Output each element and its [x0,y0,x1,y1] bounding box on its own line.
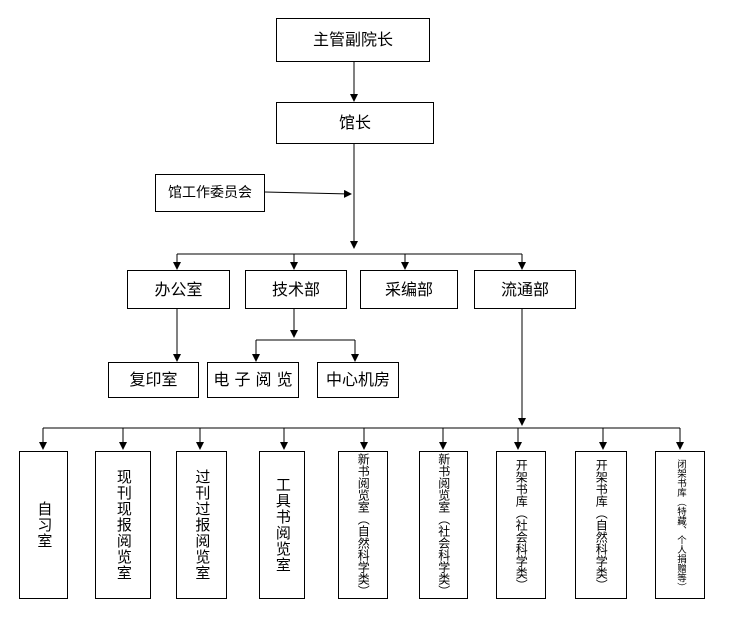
dept-office-box: 办公室 [127,270,230,309]
dept-acquisition-label: 采编部 [384,279,433,299]
room-box: 闭架书库（特藏、个人捐赠等） [655,451,705,599]
dept-acquisition-box: 采编部 [360,270,458,309]
room-label: 工具书阅览室 [273,477,292,573]
room-label: 新书阅览室（社会科学类） [436,453,451,597]
copy-room-box: 复印室 [108,362,199,398]
room-box: 过刊过报阅览室 [176,451,227,599]
deputy-director-label: 主管副院长 [312,30,393,49]
copy-room-label: 复印室 [129,370,178,389]
room-box: 新书阅览室（社会科学类） [419,451,468,599]
connector-committee [264,189,352,198]
deputy-director-box: 主管副院长 [276,18,430,62]
room-box: 自习室 [19,451,68,599]
room-label: 自习室 [35,501,54,549]
machine-room-label: 中心机房 [325,370,390,389]
machine-room-box: 中心机房 [317,362,399,398]
dept-technical-box: 技术部 [245,270,347,309]
e-reading-label: 电 子 阅 览 [213,370,293,389]
room-box: 开架书库（社会科学类） [496,451,546,599]
room-label: 过刊过报阅览室 [193,469,212,581]
committee-box: 馆工作委员会 [155,174,265,212]
committee-label: 馆工作委员会 [168,185,252,201]
room-label: 新书阅览室（自然科学类） [356,453,371,597]
dept-technical-label: 技术部 [271,279,320,299]
dept-office-label: 办公室 [154,279,203,299]
director-label: 馆长 [338,113,371,132]
dept-circulation-label: 流通部 [500,279,549,299]
room-box: 现刊现报阅览室 [95,451,151,599]
room-label: 开架书库（自然科学类） [594,459,609,591]
room-box: 开架书库（自然科学类） [575,451,627,599]
room-box: 工具书阅览室 [259,451,305,599]
e-reading-box: 电 子 阅 览 [207,362,299,398]
room-label: 闭架书库（特藏、个人捐赠等） [674,458,686,592]
room-label: 开架书库（社会科学类） [514,459,529,591]
dept-circulation-box: 流通部 [474,270,576,309]
director-box: 馆长 [276,102,434,144]
room-box: 新书阅览室（自然科学类） [338,451,388,599]
room-label: 现刊现报阅览室 [114,469,133,581]
